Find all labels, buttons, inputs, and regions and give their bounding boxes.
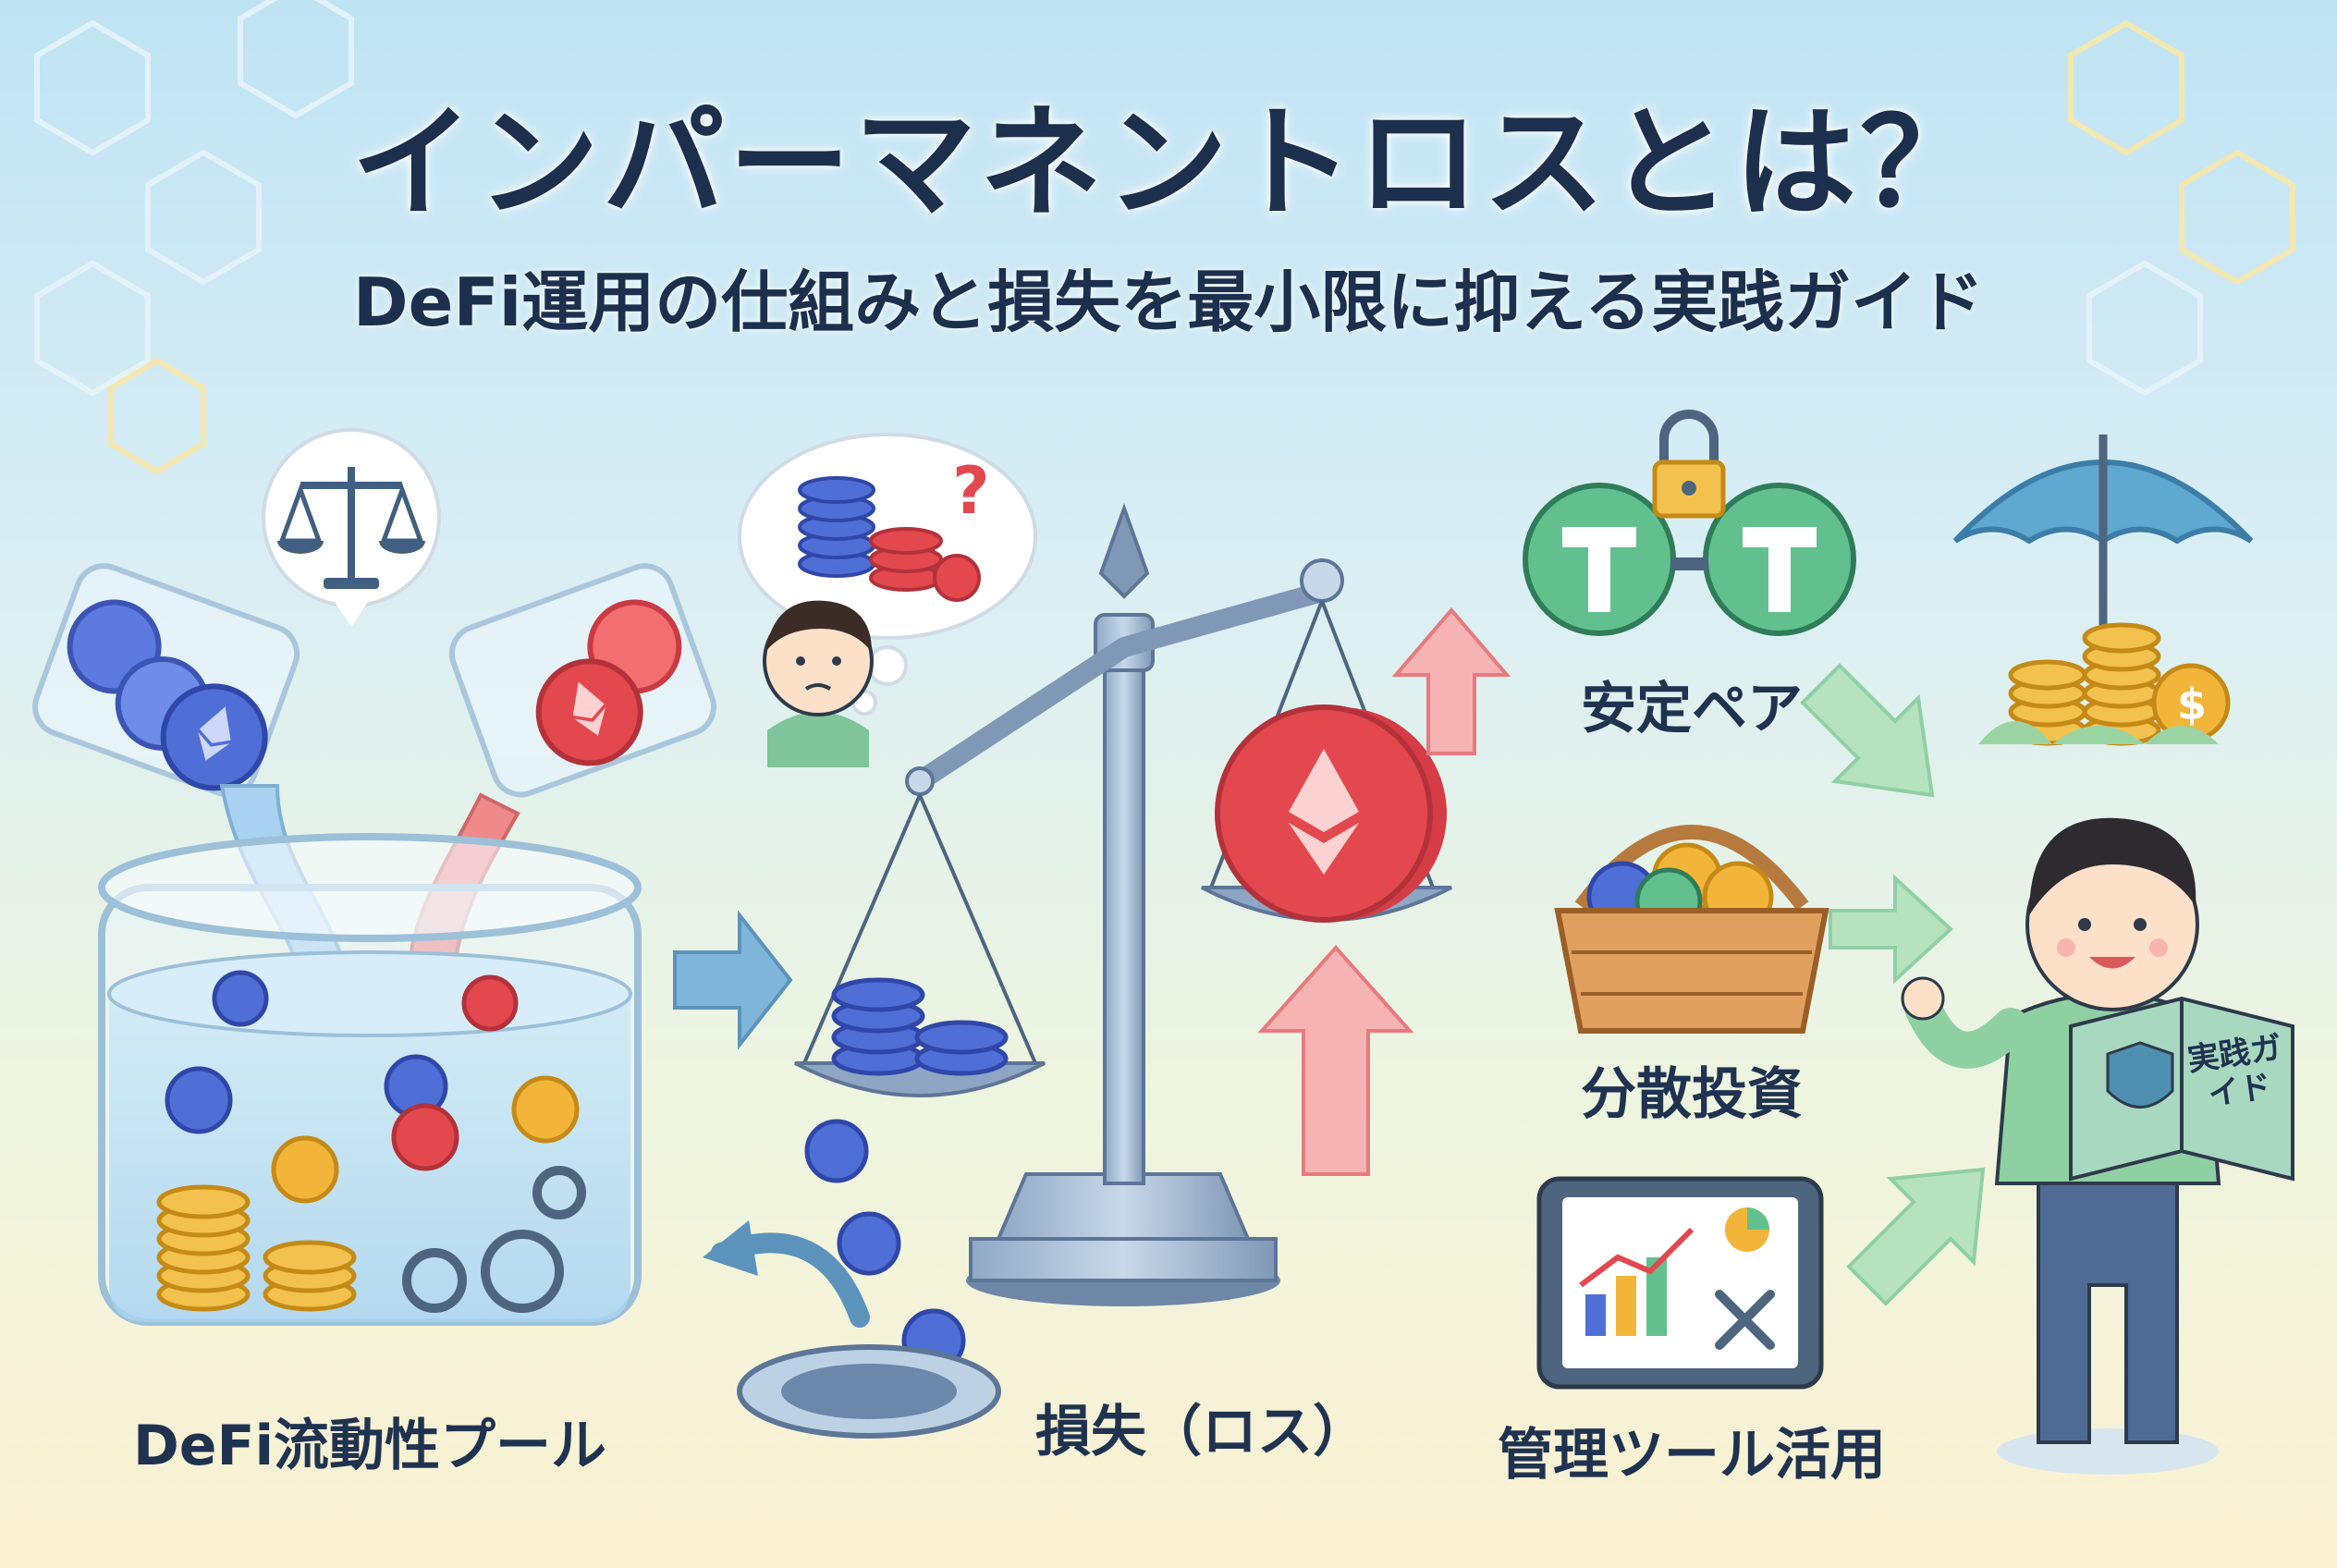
red-ethereum-coin-large (1215, 704, 1447, 923)
bitcoin-coin-icon (511, 1075, 580, 1144)
balance-scale-icon (262, 428, 441, 627)
arrow-up-red-1 (1391, 606, 1511, 755)
diversify-label: 分散投資 (1581, 1062, 1803, 1127)
arrow-right-1 (673, 910, 793, 1050)
guide-book (2069, 996, 2294, 1182)
blue-coin-stack-scale (831, 977, 1009, 1076)
lock-icon (1652, 410, 1726, 519)
drain-hole (737, 1344, 1001, 1439)
page-title: インパーマネントロスとは？ (351, 92, 1986, 235)
question-mark-icon: ? (952, 453, 990, 529)
page-subtitle: DeFi運用の仕組みと損失を最小限に抑える実践ガイド (352, 263, 1985, 341)
pool-coins (165, 970, 580, 1204)
book-title: 実践ガイド (2184, 1029, 2284, 1114)
shield-icon (2106, 1041, 2174, 1109)
basket-icon (1554, 825, 1829, 1034)
arrow-green-3 (1846, 1167, 1986, 1306)
worried-person (763, 600, 874, 767)
thought-bubble: ? (738, 433, 1037, 716)
tools-label: 管理ツール活用 (1498, 1423, 1886, 1488)
tablet-chart-icon (1536, 1176, 1824, 1390)
svg-text:$: $ (2177, 680, 2207, 729)
pouring-cup-red (448, 563, 716, 798)
ethereum-coin-icon (67, 599, 268, 791)
hexagon-network-left (34, 0, 354, 397)
gold-coin-stack-umbrella (2008, 622, 2161, 746)
gold-coin-stack-pool (156, 1184, 357, 1312)
arrow-up-red-2 (1257, 944, 1414, 1176)
pool-label: DeFi流動性プール (132, 1414, 607, 1478)
hexagon-network-left-yellow (108, 357, 206, 475)
stable-pair-label: 安定ペア (1581, 677, 1803, 741)
pouring-cup-blue (32, 563, 300, 798)
loss-label: 損失（ロス） (1035, 1400, 1368, 1464)
hexagon-network-right (2068, 19, 2295, 397)
tether-coin-icon (1523, 483, 1856, 636)
falling-blue-coins (804, 1119, 966, 1373)
arrow-green-1 (1800, 663, 1935, 798)
grass (1978, 721, 2219, 744)
gear-icon (402, 1166, 586, 1313)
arrow-green-2 (1829, 874, 1953, 985)
